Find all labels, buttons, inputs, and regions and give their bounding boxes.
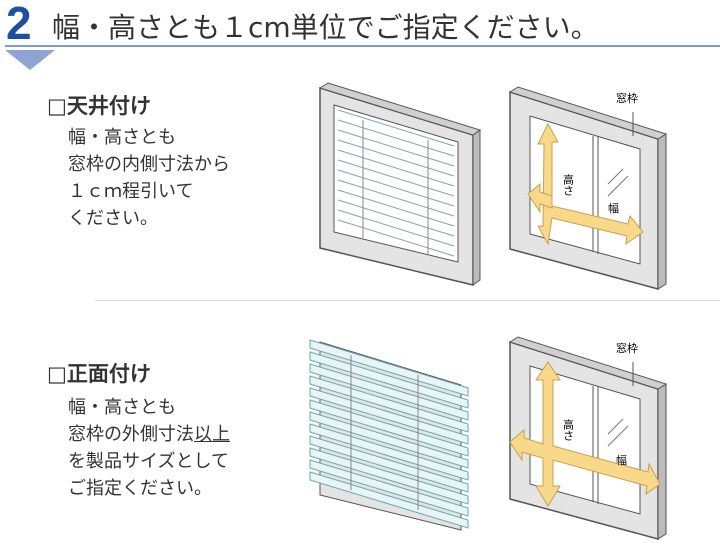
step-number: 2 — [6, 0, 32, 49]
inside-mount-window-diagram: 窓枠 高さ 幅 — [508, 86, 668, 290]
height-label: 高さ — [562, 418, 575, 441]
text-line: 幅・高さとも — [68, 127, 176, 148]
text-line: ください。 — [68, 208, 158, 229]
text-line: 幅・高さとも — [68, 397, 176, 418]
title-rule — [5, 45, 720, 47]
page-title: 幅・高さとも１cm単位でご指定ください。 — [52, 11, 599, 44]
text-line: 窓枠の内側寸法から — [68, 154, 230, 175]
width-label: 幅 — [616, 454, 627, 467]
section-heading-ceiling: □天井付け — [47, 94, 151, 118]
height-label: 高さ — [562, 173, 575, 196]
text-span: 窓枠の外側寸法 — [68, 424, 194, 445]
text-line: を製品サイズとして — [68, 451, 229, 472]
underlined-text: 以上 — [194, 424, 230, 445]
section-heading-front: □正面付け — [47, 362, 151, 386]
down-triangle-icon — [5, 50, 55, 70]
section-text-ceiling: 幅・高さとも 窓枠の内側寸法から １ｃｍ程引いて ください。 — [68, 124, 230, 232]
text-line: 窓枠の外側寸法以上 — [68, 421, 230, 448]
section-text-front: 幅・高さとも 窓枠の外側寸法以上 を製品サイズとして ご指定ください。 — [68, 394, 230, 502]
section-divider — [95, 300, 720, 301]
text-line: １ｃｍ程引いて — [68, 181, 194, 202]
frame-label: 窓枠 — [616, 341, 638, 355]
inside-mount-blind-illustration — [318, 82, 482, 286]
outside-mount-blind-illustration — [309, 339, 469, 531]
outside-mount-window-diagram: 窓枠 高さ 幅 — [508, 336, 668, 540]
width-label: 幅 — [608, 202, 619, 215]
text-line: ご指定ください。 — [68, 478, 212, 499]
frame-label: 窓枠 — [616, 91, 638, 105]
